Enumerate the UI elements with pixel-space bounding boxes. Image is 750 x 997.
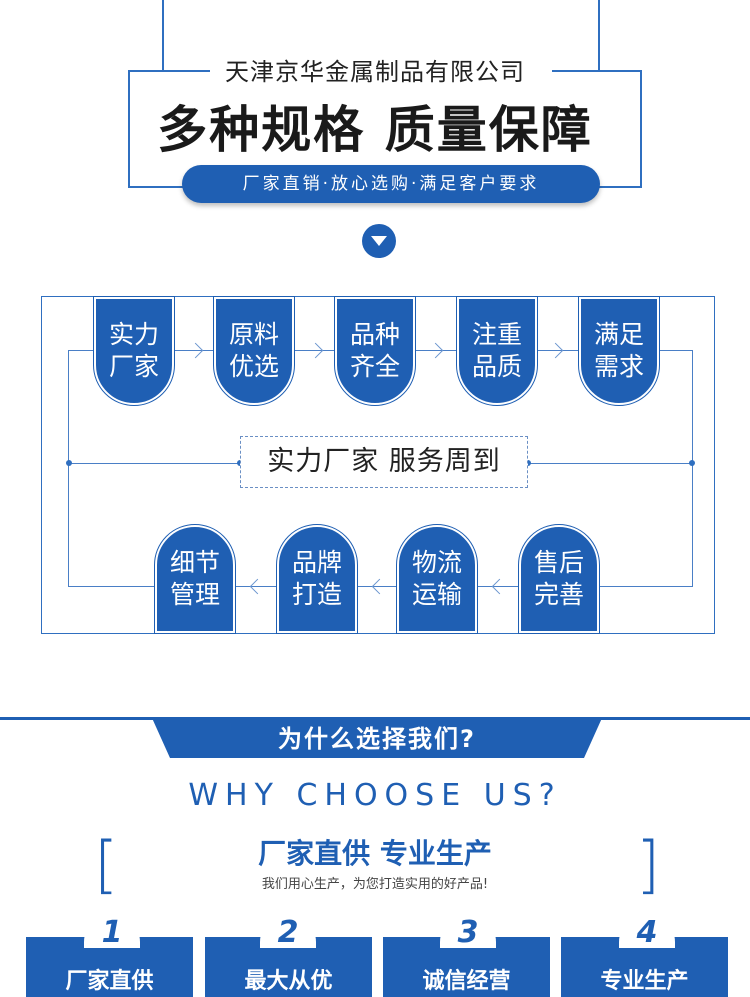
card-number-2: 2 (260, 914, 316, 950)
frame-right-top (598, 0, 600, 70)
frame-top-right (552, 70, 642, 72)
bracket-right: ] (636, 828, 661, 901)
down-arrow-icon (362, 224, 396, 258)
flow-dot-right (689, 460, 695, 466)
process-step-6: 细节管理 (154, 524, 236, 634)
card-number-3: 3 (440, 914, 496, 950)
step-line2: 管理 (169, 580, 220, 609)
process-step-5: 满足需求 (578, 296, 660, 406)
step-line2: 需求 (593, 352, 644, 381)
step-line1: 品种 (349, 320, 400, 349)
flow-line-left (68, 350, 69, 587)
process-step-9: 售后完善 (518, 524, 600, 634)
frame-side-right (640, 70, 642, 188)
why-english-title: WHY CHOOSE US? (188, 778, 562, 813)
step-line1: 细节 (169, 548, 220, 577)
step-line1: 品牌 (291, 548, 342, 577)
process-step-7: 品牌打造 (276, 524, 358, 634)
flow-line-right (692, 350, 693, 587)
step-line1: 实力 (108, 320, 159, 349)
card-title: 专业生产 (600, 969, 689, 994)
why-tagline: 我们用心生产，为您打造实用的好产品! (261, 877, 489, 892)
frame-bottom-right (598, 186, 642, 188)
step-line2: 完善 (533, 580, 584, 609)
flow-dot-left (66, 460, 72, 466)
process-step-1: 实力厂家 (93, 296, 175, 406)
frame-top-left (128, 70, 210, 72)
step-line1: 售后 (533, 548, 584, 577)
process-step-2: 原料优选 (213, 296, 295, 406)
why-banner: 为什么选择我们? (152, 718, 602, 758)
process-panel (41, 296, 715, 634)
step-line2: 优选 (228, 352, 279, 381)
step-line1: 原料 (228, 320, 279, 349)
step-line1: 注重 (471, 320, 522, 349)
card-title: 厂家直供 (65, 969, 154, 994)
card-title: 最大从优 (244, 969, 333, 994)
center-slogan: 实力厂家 服务周到 (240, 436, 528, 488)
process-step-4: 注重品质 (456, 296, 538, 406)
company-name: 天津京华金属制品有限公司 (225, 58, 525, 86)
step-line1: 满足 (593, 320, 644, 349)
flow-line-bottom (68, 586, 693, 587)
card-number-4: 4 (619, 914, 675, 950)
step-line2: 运输 (411, 580, 462, 609)
card-number-1: 1 (84, 914, 140, 950)
step-line2: 打造 (291, 580, 342, 609)
step-line2: 品质 (471, 352, 522, 381)
why-subhead: 厂家直供 专业生产 (258, 837, 492, 870)
bracket-left: [ (94, 828, 119, 901)
headline: 多种规格 质量保障 (157, 101, 593, 159)
step-line2: 厂家 (108, 352, 159, 381)
step-line2: 齐全 (349, 352, 400, 381)
frame-side-left (128, 70, 130, 188)
frame-bottom-left (128, 186, 184, 188)
card-title: 诚信经营 (422, 969, 511, 994)
frame-left-top (162, 0, 164, 70)
tagline-pill: 厂家直销·放心选购·满足客户要求 (182, 165, 600, 203)
center-dot-right (525, 460, 531, 466)
step-line1: 物流 (411, 548, 462, 577)
process-step-8: 物流运输 (396, 524, 478, 634)
process-step-3: 品种齐全 (334, 296, 416, 406)
